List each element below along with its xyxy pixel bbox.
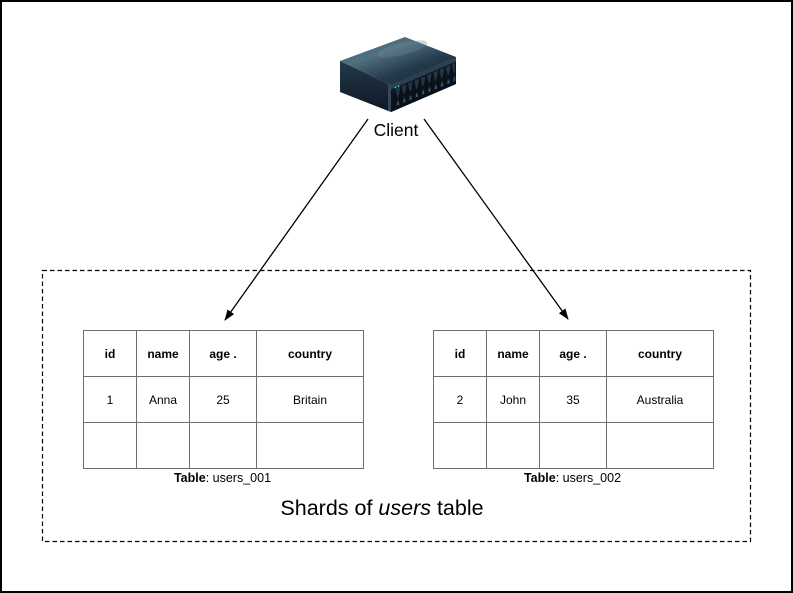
header-cell-country: country bbox=[256, 330, 364, 377]
title-suffix: table bbox=[430, 496, 484, 520]
server-top-sheen bbox=[376, 40, 428, 58]
header-cell-id: id bbox=[83, 330, 137, 377]
cell-id bbox=[83, 422, 137, 469]
server-left-face bbox=[340, 61, 391, 112]
server-led-lights bbox=[394, 85, 400, 89]
server-rack-icon bbox=[338, 34, 458, 114]
title-emphasis: users bbox=[378, 496, 431, 520]
server-drive-bay bbox=[393, 63, 455, 109]
caption-value: : users_002 bbox=[555, 471, 622, 485]
cell-age bbox=[189, 422, 257, 469]
cell-id: 1 bbox=[83, 376, 137, 423]
diagram-title: Shards of users table bbox=[42, 495, 722, 521]
cell-name: Anna bbox=[136, 376, 190, 423]
server-front-ear bbox=[388, 83, 391, 112]
server-rack-art bbox=[340, 37, 456, 112]
caption-label: Table bbox=[523, 471, 556, 485]
shard-table-users-001: id name age . country 1 Anna 25 Britain bbox=[83, 330, 364, 469]
cell-name: John bbox=[486, 376, 540, 423]
server-top-face bbox=[340, 37, 456, 85]
title-prefix: Shards of bbox=[280, 496, 379, 520]
cell-name bbox=[486, 422, 540, 469]
arrow-client-to-shard-1 bbox=[224, 118, 369, 321]
cell-age: 35 bbox=[539, 376, 607, 423]
caption-value: : users_001 bbox=[205, 471, 272, 485]
header-cell-age: age . bbox=[189, 330, 257, 377]
header-cell-country: country bbox=[606, 330, 714, 377]
caption-label: Table bbox=[173, 471, 206, 485]
table-header-row: id name age . country bbox=[83, 330, 364, 377]
header-cell-id: id bbox=[433, 330, 487, 377]
cell-country bbox=[256, 422, 364, 469]
header-cell-age: age . bbox=[539, 330, 607, 377]
table-caption-users-002: Table: users_002 bbox=[433, 471, 712, 486]
table-caption-users-001: Table: users_001 bbox=[83, 471, 362, 486]
shard-table-users-002: id name age . country 2 John 35 Australi… bbox=[433, 330, 714, 469]
server-bottom-strip bbox=[391, 80, 456, 112]
table-row-empty bbox=[83, 422, 364, 469]
table-row: 2 John 35 Australia bbox=[433, 376, 714, 423]
client-label: Client bbox=[373, 120, 419, 140]
cell-country bbox=[606, 422, 714, 469]
table-row-empty bbox=[433, 422, 714, 469]
table-header-row: id name age . country bbox=[433, 330, 714, 377]
server-front-bezel bbox=[391, 57, 456, 90]
cell-country: Britain bbox=[256, 376, 364, 423]
arrow-client-to-shard-2 bbox=[423, 118, 569, 320]
cell-age bbox=[539, 422, 607, 469]
cell-id bbox=[433, 422, 487, 469]
header-cell-name: name bbox=[486, 330, 540, 377]
cell-name bbox=[136, 422, 190, 469]
header-cell-name: name bbox=[136, 330, 190, 377]
cell-country: Australia bbox=[606, 376, 714, 423]
table-row: 1 Anna 25 Britain bbox=[83, 376, 364, 423]
cell-age: 25 bbox=[189, 376, 257, 423]
cell-id: 2 bbox=[433, 376, 487, 423]
